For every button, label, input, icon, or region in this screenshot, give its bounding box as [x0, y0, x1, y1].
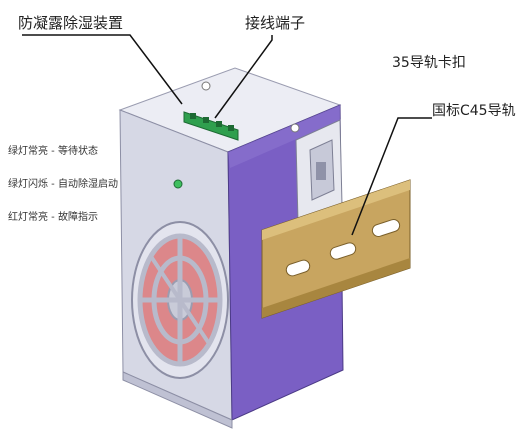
rail-clip: [295, 119, 343, 223]
fan-grille: [131, 221, 229, 379]
terminal-block: [183, 111, 239, 141]
leader-line-rail: [351, 117, 432, 236]
label-terminal: 接线端子: [245, 14, 306, 32]
label-rail: 国标C45导轨: [432, 103, 516, 119]
din-rail: [261, 179, 411, 319]
led-indicator: [173, 179, 183, 189]
label-clip: 35导轨卡扣: [392, 55, 466, 71]
status-green-blink: 绿灯闪烁 - 自动除湿启动: [8, 179, 118, 190]
screw-icon: [201, 81, 211, 91]
label-device: 防凝露除湿装置: [18, 14, 124, 32]
leader-line-terminal: [214, 35, 273, 119]
leader-line-device: [22, 34, 183, 105]
screw-icon: [290, 123, 300, 133]
status-red-steady: 红灯常亮 - 故障指示: [8, 212, 98, 223]
status-green-steady: 绿灯常亮 - 等待状态: [8, 146, 98, 157]
